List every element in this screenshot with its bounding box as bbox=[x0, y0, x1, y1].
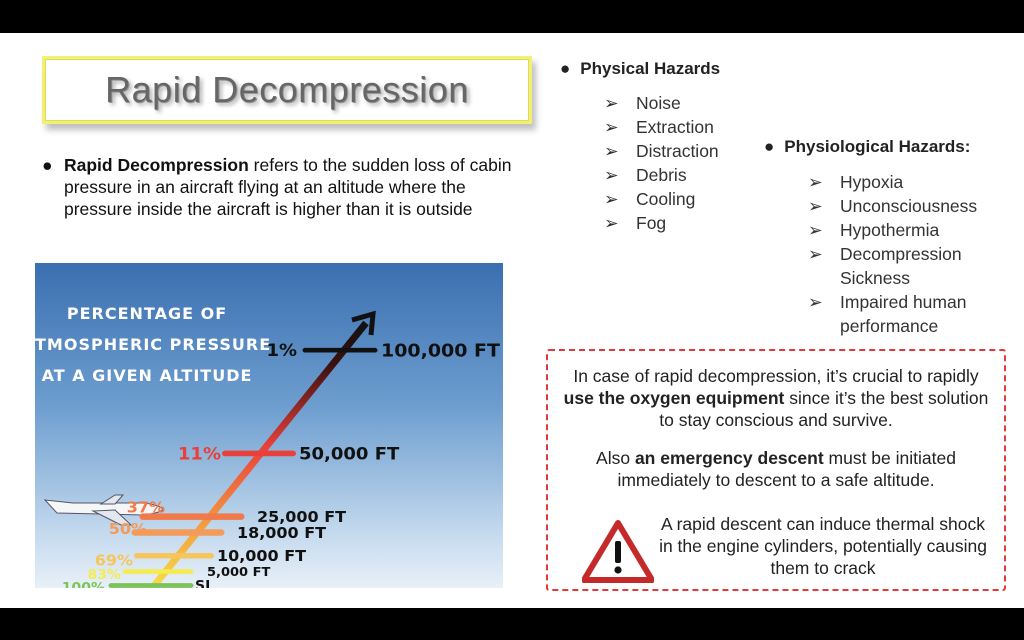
altitude-chart: PERCENTAGE OF ATMOSPHERIC PRESSURE AT A … bbox=[23, 263, 503, 600]
intro-bullet: ● Rapid Decompression refers to the sudd… bbox=[42, 154, 522, 220]
arrow-bullet-icon: ➢ bbox=[808, 220, 823, 240]
percent-label: 11% bbox=[178, 445, 221, 464]
arrow-bullet-icon: ➢ bbox=[604, 117, 619, 137]
oxygen-paragraph: In case of rapid decompression, it’s cru… bbox=[563, 366, 989, 430]
altitude-label: SL bbox=[195, 579, 214, 588]
list-item: ➢Extraction bbox=[604, 117, 714, 137]
list-item: ➢Hypoxia bbox=[808, 172, 904, 192]
list-item: ➢Debris bbox=[604, 165, 687, 185]
list-item: ➢Decompression Sickness bbox=[808, 244, 962, 288]
percent-label: 100% bbox=[62, 580, 106, 588]
physiological-hazards-list: ➢Hypoxia ➢Unconsciousness ➢Hypothermia ➢… bbox=[808, 170, 1008, 338]
altitude-arrow bbox=[142, 320, 369, 600]
arrow-bullet-icon: ➢ bbox=[808, 196, 823, 216]
altitude-label: 50,000 FT bbox=[299, 445, 399, 464]
physical-hazards-list: ➢Noise ➢Extraction ➢Distraction ➢Debris … bbox=[604, 91, 754, 235]
descent-paragraph: Also an emergency descent must be initia… bbox=[596, 448, 956, 490]
list-item: ➢Noise bbox=[604, 93, 681, 113]
notice-box: In case of rapid decompression, it’s cru… bbox=[546, 349, 1006, 591]
list-item: ➢Hypothermia bbox=[808, 220, 940, 240]
percent-label: 37% bbox=[127, 499, 165, 516]
intro-rest: refers to the sudden loss of cabin press… bbox=[64, 155, 512, 219]
list-item: ➢Impaired human performance bbox=[808, 292, 967, 336]
physical-hazards-heading: ●Physical Hazards bbox=[560, 59, 721, 78]
arrow-bullet-icon: ➢ bbox=[808, 292, 823, 312]
arrow-bullet-icon: ➢ bbox=[808, 172, 823, 192]
intro-bold: Rapid Decompression bbox=[64, 155, 249, 175]
list-item: ➢Distraction bbox=[604, 141, 719, 161]
arrow-bullet-icon: ➢ bbox=[604, 189, 619, 209]
altitude-label: 100,000 FT bbox=[381, 341, 500, 361]
physiological-hazards-heading: ●Physiological Hazards: bbox=[764, 137, 971, 156]
bullet-dot: ● bbox=[42, 155, 53, 175]
chart-title-line1: PERCENTAGE OF bbox=[67, 304, 227, 323]
list-item: ➢Fog bbox=[604, 213, 667, 233]
list-item: ➢Cooling bbox=[604, 189, 696, 209]
chart-title-line3: AT A GIVEN ALTITUDE bbox=[42, 366, 253, 385]
warning-icon bbox=[582, 520, 654, 583]
intro-text: Rapid Decompression refers to the sudden… bbox=[64, 154, 522, 220]
percent-label: 1% bbox=[266, 342, 297, 361]
airplane-icon bbox=[43, 494, 164, 526]
altitude-label: 25,000 FT bbox=[257, 509, 347, 526]
page-title: Rapid Decompression bbox=[105, 69, 469, 110]
title-box: Rapid Decompression bbox=[42, 56, 532, 124]
arrow-bullet-icon: ➢ bbox=[604, 93, 619, 113]
percent-label: 83% bbox=[88, 567, 122, 582]
arrow-bullet-icon: ➢ bbox=[604, 213, 619, 233]
arrow-bullet-icon: ➢ bbox=[604, 165, 619, 185]
arrow-bullet-icon: ➢ bbox=[808, 244, 823, 264]
percent-label: 69% bbox=[95, 552, 133, 569]
list-item: ➢Unconsciousness bbox=[808, 196, 978, 216]
altitude-label: 10,000 FT bbox=[217, 548, 307, 565]
chart-title-line2: ATMOSPHERIC PRESSURE bbox=[35, 335, 271, 354]
warning-text: A rapid descent can induce thermal shock… bbox=[659, 514, 987, 578]
slide: Rapid Decompression ● Rapid Decompressio… bbox=[0, 33, 1024, 608]
altitude-chart-svg: PERCENTAGE OF ATMOSPHERIC PRESSURE AT A … bbox=[23, 304, 500, 600]
arrow-bullet-icon: ➢ bbox=[604, 141, 619, 161]
percent-label: 50% bbox=[109, 521, 147, 538]
altitude-label: 5,000 FT bbox=[207, 564, 271, 578]
arrow-head-icon bbox=[351, 310, 376, 336]
altitude-label: 18,000 FT bbox=[237, 524, 327, 541]
